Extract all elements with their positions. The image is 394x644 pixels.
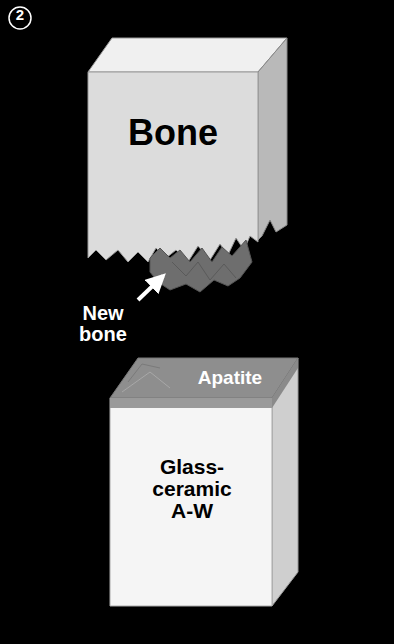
- bone-block: Bone: [88, 110, 258, 156]
- callout-number: 2: [9, 7, 31, 23]
- bone-top: [88, 38, 287, 72]
- number-circle: [9, 7, 31, 29]
- bone-side: [258, 38, 287, 240]
- new-bone: [150, 240, 252, 292]
- apatite-edge: [110, 398, 272, 408]
- node-label: Apatite: [198, 368, 262, 388]
- part-label: New bone: [68, 303, 138, 345]
- ceramic-front: [110, 398, 272, 606]
- apatite-layer-box: Apatite: [170, 364, 290, 392]
- node-label: Glass-ceramic A-W: [146, 456, 238, 522]
- apatite-layer: [110, 358, 298, 398]
- pointer-arrow: [138, 276, 163, 300]
- node-label: Bone: [128, 114, 218, 152]
- ceramic-block: Glass-ceramic A-W: [146, 452, 238, 526]
- apatite-side-edge: [272, 358, 298, 408]
- ceramic-side: [272, 358, 298, 606]
- bone-front: [88, 72, 258, 262]
